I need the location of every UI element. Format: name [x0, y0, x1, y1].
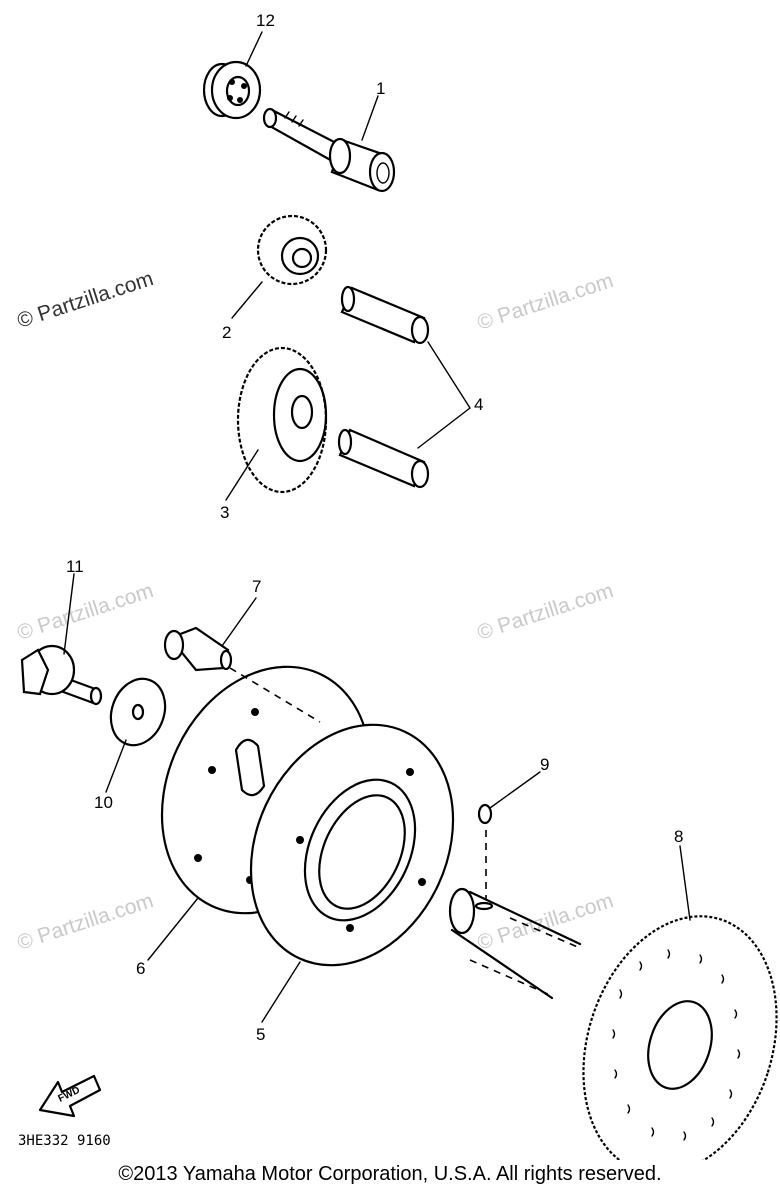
part-3-gear[interactable] [236, 346, 328, 494]
part-7-bolt[interactable] [163, 626, 233, 672]
watermark: © Partzilla.com [474, 579, 616, 645]
callout-11: 11 [66, 557, 84, 576]
watermark: © Partzilla.com [14, 579, 156, 645]
callout-8: 8 [674, 827, 683, 846]
callout-7: 7 [252, 577, 261, 596]
callout-1: 1 [376, 79, 385, 98]
callout-2: 2 [222, 323, 231, 342]
fwd-arrow-icon: FWD [38, 1074, 102, 1118]
callout-4: 4 [474, 395, 483, 414]
callout-9: 9 [540, 755, 549, 774]
watermark: © Partzilla.com [14, 889, 156, 955]
shaft-stub [448, 887, 582, 1000]
part-1-shaft[interactable] [262, 107, 396, 193]
part-11-bolt[interactable] [20, 644, 103, 706]
part-5-clutch[interactable] [213, 692, 491, 999]
callout-10: 10 [94, 793, 113, 812]
watermark: © Partzilla.com [14, 267, 156, 333]
watermark: © Partzilla.com [474, 269, 616, 335]
part-9-key[interactable] [477, 803, 493, 825]
callout-5: 5 [256, 1025, 265, 1044]
callout-12: 12 [256, 11, 275, 30]
leader-lines [63, 31, 691, 1023]
copyright-notice: ©2013 Yamaha Motor Corporation, U.S.A. A… [118, 1163, 662, 1185]
part-4-pins[interactable] [337, 285, 430, 489]
diagram-canvas: © Partzilla.com © Partzilla.com © Partzi… [14, 11, 780, 1175]
drawing-code: 3HE332 9160 [18, 1133, 111, 1149]
callouts: 12 1 2 3 4 11 7 10 9 8 6 5 [66, 11, 683, 1044]
callout-6: 6 [136, 959, 145, 978]
callout-3: 3 [220, 503, 229, 522]
watermark: © Partzilla.com [474, 889, 616, 955]
part-12-bearing[interactable] [202, 60, 262, 120]
part-2-gear[interactable] [256, 214, 328, 286]
part-10-washer[interactable] [102, 671, 174, 753]
part-8-ring-gear[interactable] [552, 891, 780, 1175]
